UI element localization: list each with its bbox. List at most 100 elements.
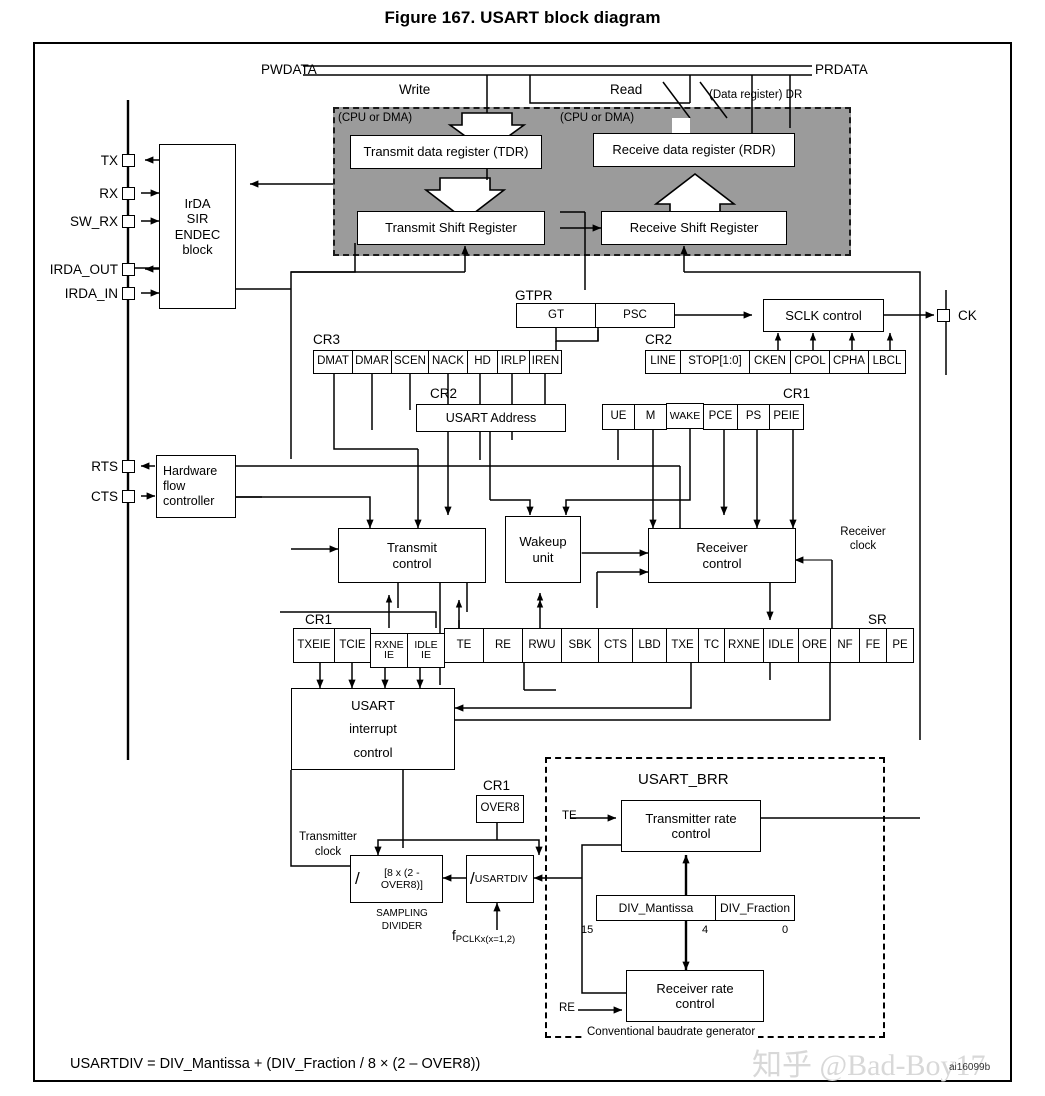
cr1-cell-wake[interactable]: WAKE bbox=[666, 403, 704, 429]
cpu-or-dma-right-label: (CPU or DMA) bbox=[560, 112, 635, 124]
cr3-cell-iren[interactable]: IREN bbox=[529, 350, 562, 374]
transmitter-rate-control-block: Transmitter rate control bbox=[621, 800, 761, 852]
sr-cell-nf[interactable]: NF bbox=[830, 628, 860, 663]
transmit-shift-register-block: Transmit Shift Register bbox=[357, 211, 545, 245]
sampling-divider-expr: [8 x (2 - OVER8)] bbox=[380, 866, 423, 891]
irda-sir-endec-block: IrDA SIR ENDEC block bbox=[159, 144, 236, 309]
sr-cell-fe[interactable]: FE bbox=[859, 628, 887, 663]
sr-cell-ore[interactable]: ORE bbox=[798, 628, 831, 663]
cr3-cell-scen[interactable]: SCEN bbox=[391, 350, 429, 374]
usartdiv-expr: USARTDIV bbox=[474, 872, 528, 885]
gtpr-cell-psc[interactable]: PSC bbox=[595, 303, 675, 328]
cr3-cell-dmar[interactable]: DMAR bbox=[352, 350, 392, 374]
idleie-line-2: IE bbox=[421, 649, 431, 662]
sampling-caption-line-1: SAMPLING bbox=[376, 908, 428, 919]
usart-address-register[interactable]: USART Address bbox=[416, 404, 566, 432]
transmit-data-register-block: Transmit data register (TDR) bbox=[350, 135, 542, 169]
sr-cell-cts[interactable]: CTS bbox=[598, 628, 633, 663]
cr1-cell-rwu[interactable]: RWU bbox=[522, 628, 562, 663]
cr1-cell-peie[interactable]: PEIE bbox=[769, 403, 804, 430]
cr1-cell-m[interactable]: M bbox=[634, 403, 667, 430]
watermark: 知乎 @Bad-Boy17 bbox=[752, 1049, 986, 1082]
brr-bit-15-label: 15 bbox=[581, 924, 594, 936]
wakeup-unit-line-2: unit bbox=[532, 549, 554, 565]
conventional-baudrate-generator-label: Conventional baudrate generator bbox=[584, 1026, 759, 1038]
prdata-label: PRDATA bbox=[815, 62, 868, 77]
rts-pin[interactable] bbox=[122, 460, 135, 473]
write-label: Write bbox=[399, 82, 431, 97]
sr-cell-txe[interactable]: TXE bbox=[666, 628, 699, 663]
interrupt-line-2: interrupt bbox=[349, 721, 397, 737]
cr2-cell-line[interactable]: LINE bbox=[645, 350, 681, 374]
hfc-line-1: Hardware bbox=[163, 464, 218, 479]
gtpr-cell-gt[interactable]: GT bbox=[516, 303, 596, 328]
usart-interrupt-control-block: USART interrupt control bbox=[291, 688, 455, 770]
sr-cell-idle[interactable]: IDLE bbox=[763, 628, 799, 663]
sw-rx-pin[interactable] bbox=[122, 215, 135, 228]
cr3-cell-hd[interactable]: HD bbox=[467, 350, 498, 374]
transmitter-rate-line-1: Transmitter rate bbox=[645, 810, 737, 826]
irda-line-3: ENDEC bbox=[174, 226, 221, 242]
sr-cell-tc[interactable]: TC bbox=[698, 628, 725, 663]
cr1-top-label: CR1 bbox=[783, 386, 811, 401]
cr1-cell-te[interactable]: TE bbox=[444, 628, 484, 663]
cr3-label: CR3 bbox=[313, 332, 341, 347]
cr2-clock-label: CR2 bbox=[645, 332, 673, 347]
cr2-cell-lbcl[interactable]: LBCL bbox=[868, 350, 906, 374]
cr3-cell-nack[interactable]: NACK bbox=[428, 350, 468, 374]
cr1-cell-re[interactable]: RE bbox=[483, 628, 523, 663]
cr2-cell-stop[interactable]: STOP[1:0] bbox=[680, 350, 750, 374]
brr-bit-0-label: 0 bbox=[782, 924, 789, 936]
read-label: Read bbox=[610, 82, 643, 97]
cts-pin-label: CTS bbox=[91, 489, 118, 504]
sampling-caption-line-2: DIVIDER bbox=[381, 920, 423, 932]
rts-pin-label: RTS bbox=[91, 459, 118, 474]
cr3-cell-irlp[interactable]: IRLP bbox=[497, 350, 530, 374]
data-register-dr-label: (Data register) DR bbox=[709, 89, 803, 101]
cr1-cell-ps[interactable]: PS bbox=[737, 403, 770, 430]
ck-pin-label: CK bbox=[958, 308, 977, 323]
tx-pin[interactable] bbox=[122, 154, 135, 167]
cr1-cell-ue[interactable]: UE bbox=[602, 403, 635, 430]
cr2-cell-cpha[interactable]: CPHA bbox=[829, 350, 869, 374]
irda-line-4: block bbox=[182, 241, 213, 257]
cr1-cell-pce[interactable]: PCE bbox=[703, 403, 738, 430]
hardware-flow-controller-block: Hardware flow controller bbox=[156, 455, 236, 518]
cr1-mid-label: CR1 bbox=[305, 612, 333, 627]
usartdiv-formula: USARTDIV = DIV_Mantissa + (DIV_Fraction … bbox=[70, 1056, 481, 1072]
wakeup-unit-block: Wakeup unit bbox=[505, 516, 581, 583]
cr1-cell-tcie[interactable]: TCIE bbox=[334, 628, 371, 663]
ck-pin[interactable] bbox=[937, 309, 950, 322]
cr2-cell-cken[interactable]: CKEN bbox=[749, 350, 791, 374]
usartdiv-divider-block: / USARTDIV bbox=[466, 855, 534, 903]
transmitter-rate-line-2: control bbox=[671, 826, 711, 841]
irda-out-pin[interactable] bbox=[122, 263, 135, 276]
sr-cell-rxne[interactable]: RXNE bbox=[724, 628, 764, 663]
receiver-clock-line-1: Receiver bbox=[840, 526, 886, 538]
receiver-control-block: Receiver control bbox=[648, 528, 796, 583]
brr-cell-div-fraction[interactable]: DIV_Fraction bbox=[715, 895, 795, 921]
interrupt-line-1: USART bbox=[351, 697, 395, 713]
cr1-cell-txeie[interactable]: TXEIE bbox=[293, 628, 335, 663]
cr1-cell-over8[interactable]: OVER8 bbox=[476, 795, 524, 823]
rx-pin[interactable] bbox=[122, 187, 135, 200]
sr-cell-lbd[interactable]: LBD bbox=[632, 628, 667, 663]
irda-in-pin[interactable] bbox=[122, 287, 135, 300]
cr2-cell-cpol[interactable]: CPOL bbox=[790, 350, 830, 374]
brr-cell-div-mantissa[interactable]: DIV_Mantissa bbox=[596, 895, 716, 921]
receiver-clock-line-2: clock bbox=[849, 540, 877, 553]
cr1-cell-sbk[interactable]: SBK bbox=[561, 628, 599, 663]
irda-in-pin-label: IRDA_IN bbox=[64, 286, 118, 301]
cts-pin[interactable] bbox=[122, 490, 135, 503]
cpu-or-dma-left-label: (CPU or DMA) bbox=[338, 112, 413, 124]
sr-cell-pe[interactable]: PE bbox=[886, 628, 914, 663]
cr3-cell-dmat[interactable]: DMAT bbox=[313, 350, 353, 374]
fpclk-f: f bbox=[452, 928, 456, 943]
idleie-line-1: IDLE bbox=[414, 638, 438, 651]
